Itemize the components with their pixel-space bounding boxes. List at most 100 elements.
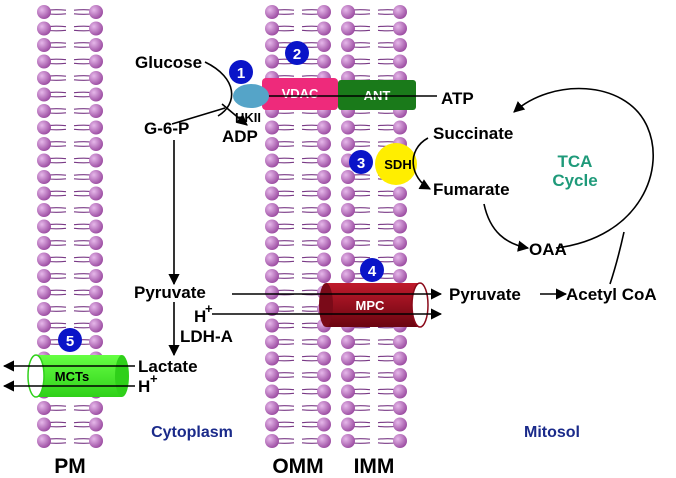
lipid-head bbox=[37, 302, 51, 316]
lipid-head bbox=[341, 368, 355, 382]
lipid-head bbox=[393, 368, 407, 382]
mcts-end-right bbox=[115, 355, 129, 397]
lipid-head bbox=[265, 285, 279, 300]
cytoplasm-label: Cytoplasm bbox=[151, 424, 233, 441]
lipid-head bbox=[37, 335, 51, 349]
lipid-head bbox=[89, 170, 103, 184]
lipid-head bbox=[37, 285, 51, 300]
lipid-head bbox=[37, 120, 51, 135]
lipid-head bbox=[37, 38, 51, 52]
lipid-head bbox=[265, 170, 279, 184]
badge-3: 3 bbox=[349, 150, 373, 174]
lipid-head bbox=[89, 120, 103, 135]
lipid-head bbox=[393, 54, 407, 69]
badge-5: 5 bbox=[58, 328, 82, 352]
lipid-head bbox=[89, 186, 103, 201]
lipid-head bbox=[37, 21, 51, 36]
lipid-head bbox=[37, 170, 51, 184]
lipid-head bbox=[265, 186, 279, 201]
vdac-label: VDAC bbox=[282, 86, 319, 101]
svg-text:5: 5 bbox=[66, 333, 74, 350]
glucose-to-adp-arrow bbox=[221, 103, 248, 126]
lipid-head bbox=[317, 137, 331, 151]
lipid-head bbox=[265, 153, 279, 168]
lipid-head bbox=[89, 302, 103, 316]
lipid-head bbox=[89, 54, 103, 69]
lipid-head bbox=[37, 219, 51, 234]
lipid-head bbox=[393, 335, 407, 349]
lipid-head bbox=[317, 384, 331, 399]
lipid-head bbox=[393, 38, 407, 52]
badge-4: 4 bbox=[360, 258, 384, 282]
pm-label: PM bbox=[54, 455, 86, 478]
succinate-label: Succinate bbox=[433, 124, 513, 143]
tca-label-line2: Cycle bbox=[552, 171, 597, 190]
lipid-head bbox=[265, 434, 279, 448]
lipid-head bbox=[393, 120, 407, 135]
mitosol-label: Mitosol bbox=[524, 424, 580, 441]
lipid-head bbox=[393, 252, 407, 267]
lipid-head bbox=[317, 417, 331, 432]
lipid-head bbox=[341, 186, 355, 201]
fumarate-label: Fumarate bbox=[433, 180, 510, 199]
svg-text:3: 3 bbox=[357, 155, 365, 172]
g6p-label: G-6-P bbox=[144, 119, 189, 138]
lipid-head bbox=[89, 269, 103, 283]
lipid-head bbox=[341, 219, 355, 234]
lipid-head bbox=[317, 5, 331, 19]
svg-text:4: 4 bbox=[368, 263, 377, 280]
lipid-head bbox=[317, 153, 331, 168]
plasma-membrane bbox=[37, 5, 103, 448]
lipid-head bbox=[89, 236, 103, 250]
glucose-label: Glucose bbox=[135, 53, 202, 72]
lipid-head bbox=[37, 153, 51, 168]
lipid-head bbox=[317, 335, 331, 349]
proton-cyto-sup: + bbox=[150, 371, 158, 386]
omm-label: OMM bbox=[272, 455, 323, 478]
lipid-head bbox=[341, 335, 355, 349]
lipid-head bbox=[317, 219, 331, 234]
lipid-head bbox=[393, 186, 407, 201]
mcts-end-left bbox=[27, 354, 45, 398]
lipid-head bbox=[37, 87, 51, 102]
lipid-head bbox=[265, 54, 279, 69]
lipid-head bbox=[317, 236, 331, 250]
lipid-head bbox=[341, 120, 355, 135]
pyruvate-mito-label: Pyruvate bbox=[449, 285, 521, 304]
lipid-head bbox=[89, 71, 103, 85]
lipid-head bbox=[393, 384, 407, 399]
glucose-to-g6p-arrow bbox=[204, 61, 233, 117]
lipid-head bbox=[265, 318, 279, 333]
lipid-head bbox=[341, 236, 355, 250]
lipid-head bbox=[265, 335, 279, 349]
mpc-protein bbox=[326, 283, 420, 327]
lipid-head bbox=[317, 54, 331, 69]
lactate-label: Lactate bbox=[138, 357, 198, 376]
lipid-head bbox=[393, 219, 407, 234]
svg-text:1: 1 bbox=[237, 65, 245, 82]
inner-mitochondrial-membrane bbox=[341, 5, 407, 448]
oaa-label: OAA bbox=[529, 240, 567, 259]
lipid-head bbox=[393, 351, 407, 366]
lipid-head bbox=[89, 318, 103, 333]
imm-label: IMM bbox=[354, 455, 395, 478]
lipid-head bbox=[265, 236, 279, 250]
mpc-end-right bbox=[411, 282, 429, 328]
badge-1: 1 bbox=[229, 60, 253, 84]
lipid-head bbox=[89, 401, 103, 415]
lipid-head bbox=[37, 401, 51, 415]
atp-label: ATP bbox=[441, 89, 474, 108]
lipid-head bbox=[89, 38, 103, 52]
tca-cycle-arc bbox=[513, 87, 654, 249]
lipid-head bbox=[317, 351, 331, 366]
lipid-head bbox=[341, 203, 355, 217]
hkii-label: HKII bbox=[235, 110, 261, 125]
lipid-head bbox=[265, 417, 279, 432]
proton-mito-sup: + bbox=[205, 301, 213, 316]
lipid-head bbox=[317, 252, 331, 267]
hkii-protein bbox=[233, 84, 269, 108]
acetylcoa-to-cycle-line bbox=[609, 231, 625, 285]
lipid-head bbox=[393, 401, 407, 415]
